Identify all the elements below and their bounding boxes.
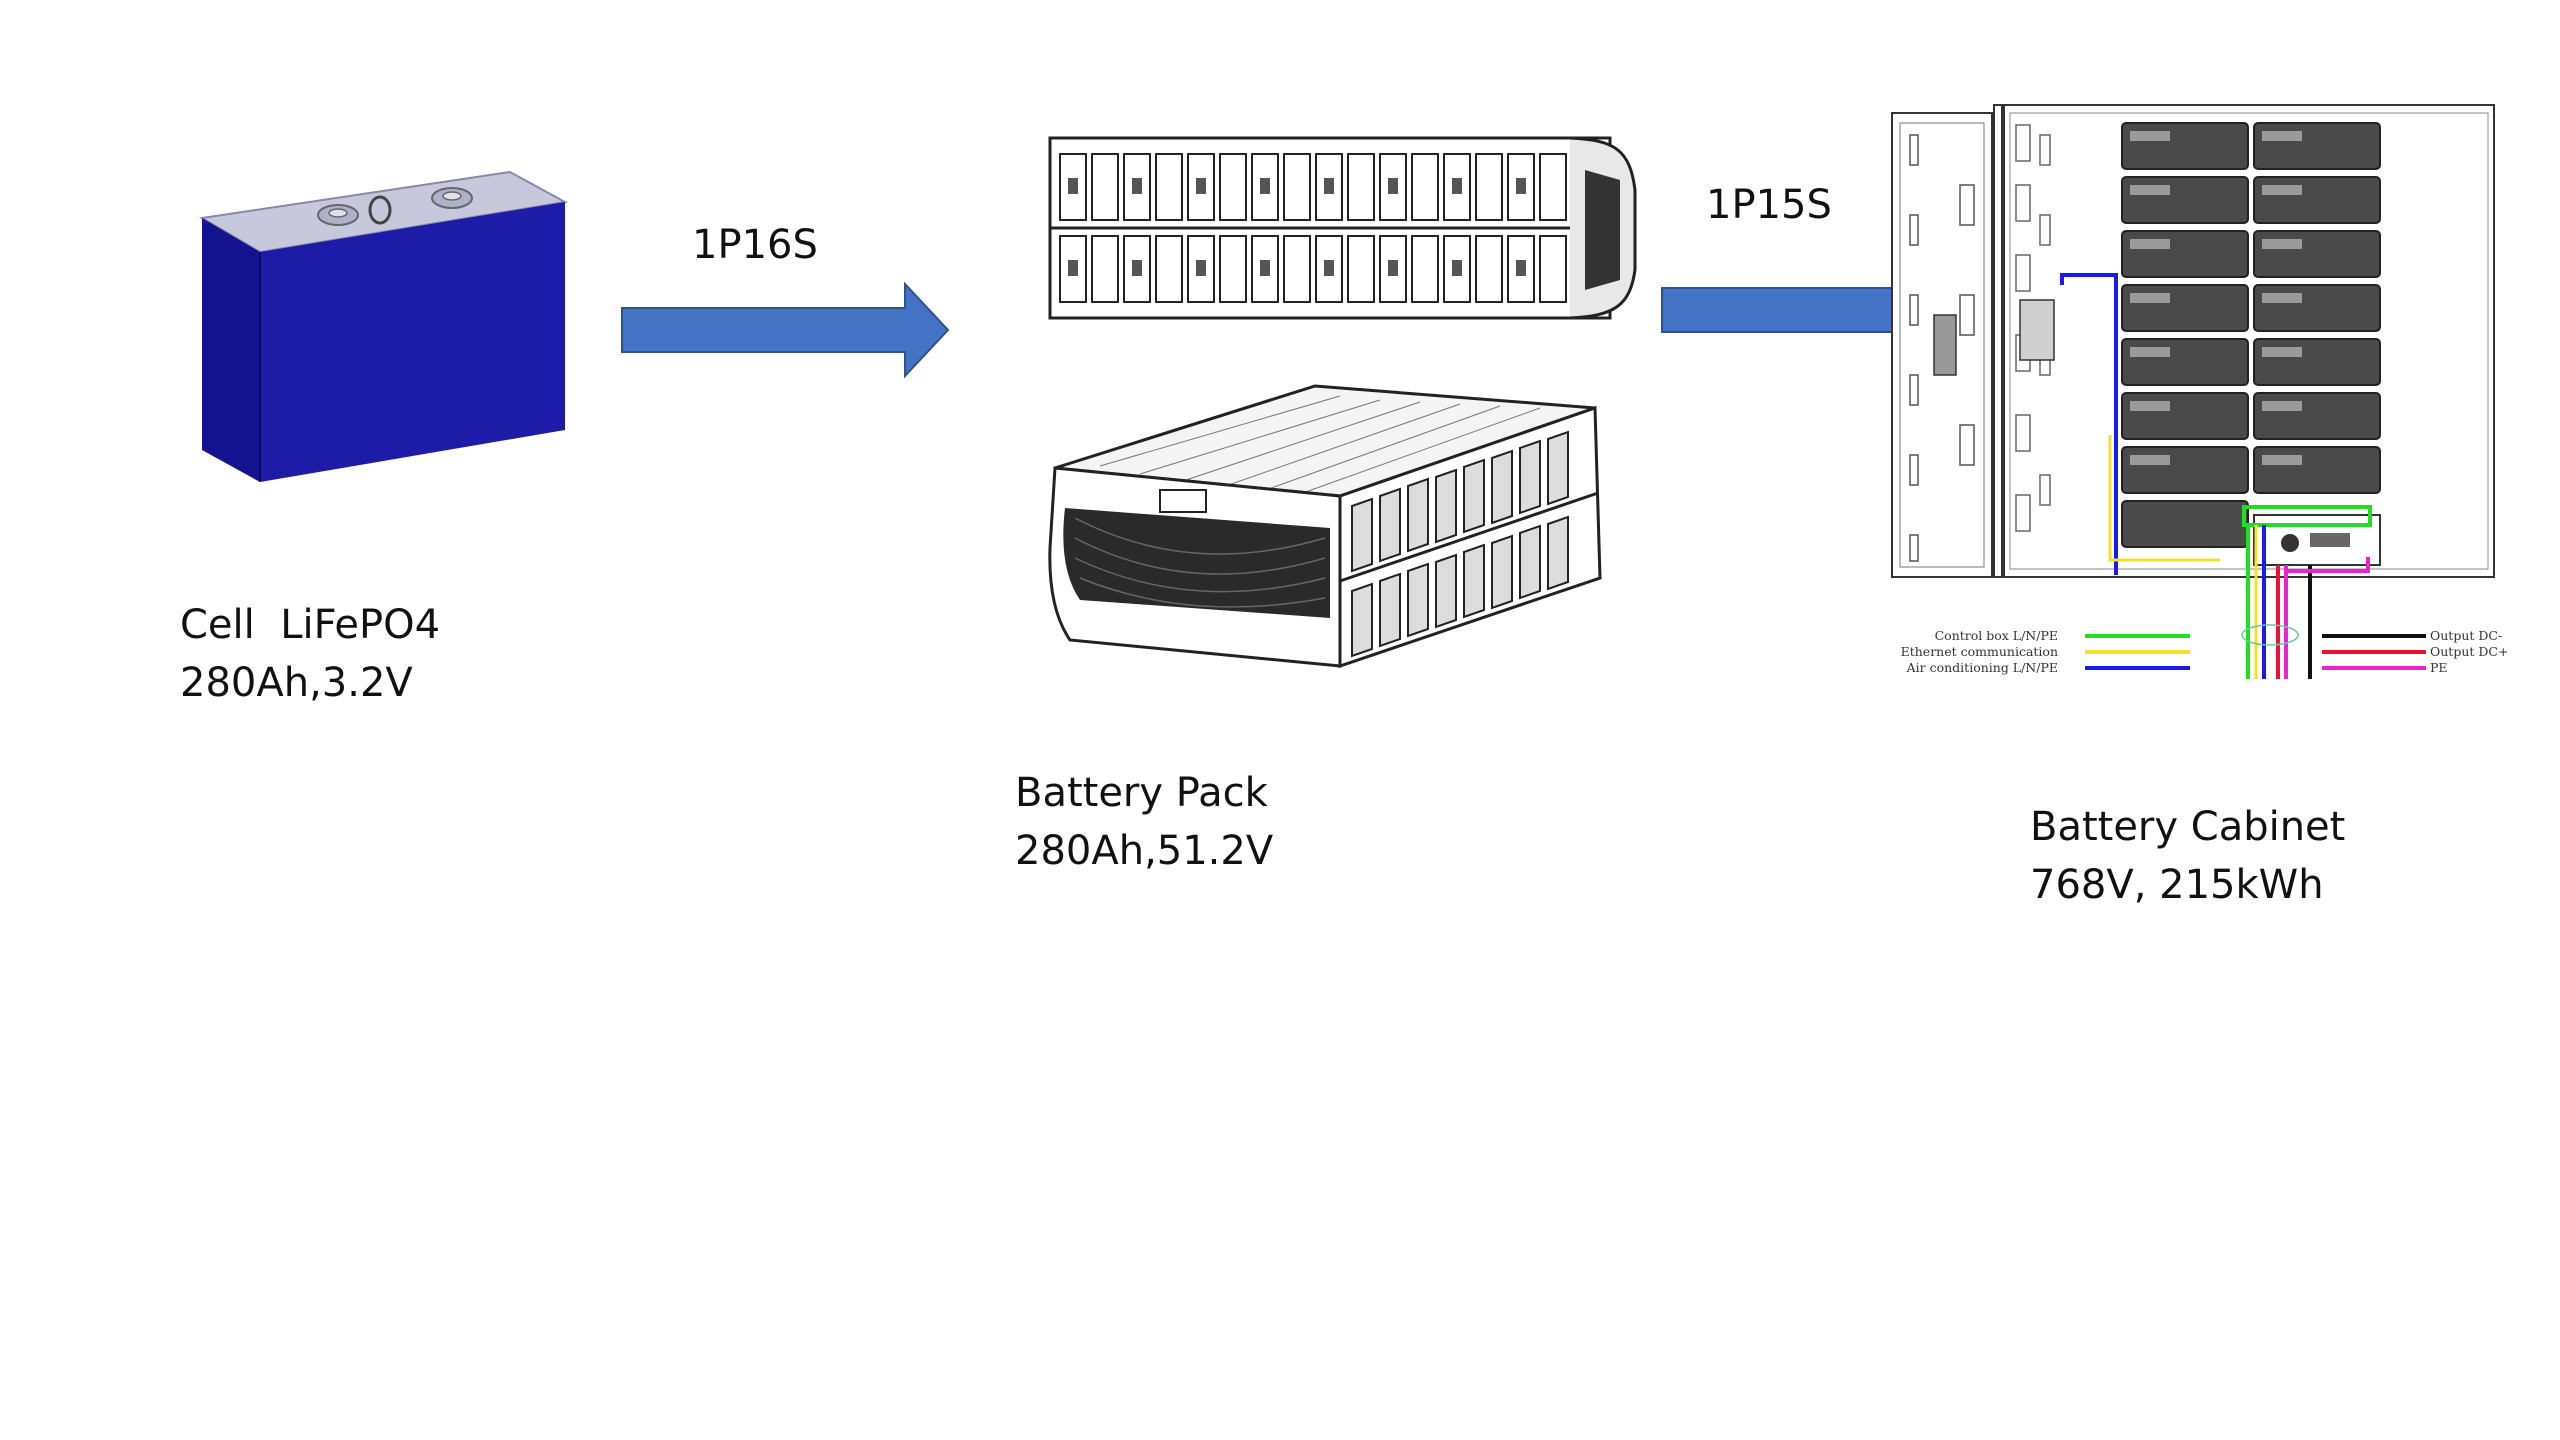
legend-right-label: PE <box>2430 660 2448 675</box>
battery-pack-top-view <box>1048 136 1637 320</box>
cell-illustration <box>199 170 569 482</box>
connection-label-1p15s: 1P15S <box>1706 182 1832 228</box>
cell-spec-label: 280Ah,3.2V <box>180 660 413 706</box>
legend-left-label: Control box L/N/PE <box>1935 628 2058 643</box>
legend-left-label: Air conditioning L/N/PE <box>1906 660 2058 675</box>
cell-name-label: Cell LiFePO4 <box>180 602 441 648</box>
cabinet-name-label: Battery Cabinet <box>2030 804 2346 850</box>
legend-right-label: Output DC- <box>2430 628 2502 643</box>
pack-name-label: Battery Pack <box>1015 770 1268 816</box>
battery-cabinet-illustration <box>1891 104 2495 679</box>
legend-right-label: Output DC+ <box>2430 644 2508 659</box>
arrow-1p16s <box>621 282 950 379</box>
legend-left-label: Ethernet communication <box>1901 644 2058 659</box>
cabinet-spec-label: 768V, 215kWh <box>2030 862 2324 908</box>
pack-spec-label: 280Ah,51.2V <box>1015 828 1274 874</box>
battery-pack-3d-view <box>1048 384 1602 669</box>
connection-label-1p16s: 1P16S <box>692 222 818 268</box>
